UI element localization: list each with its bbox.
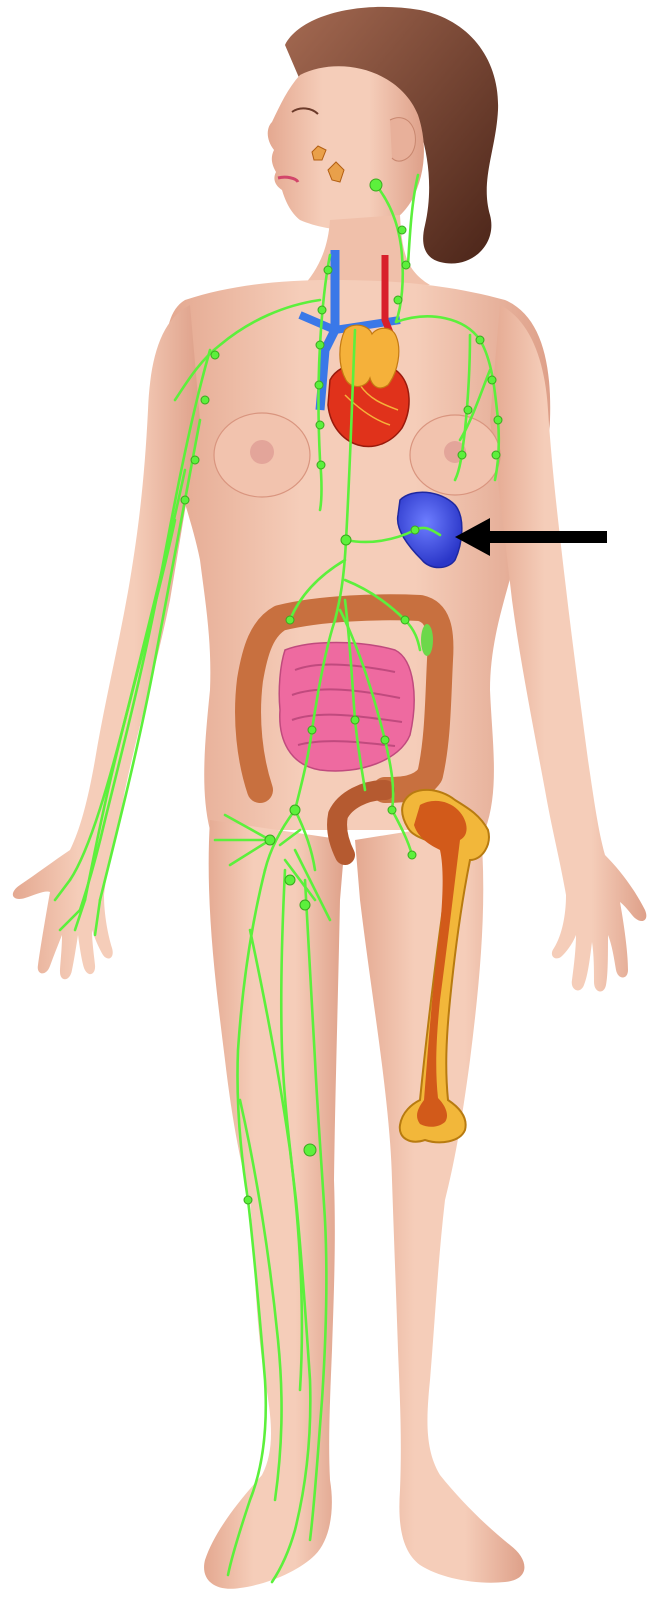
lymph-nodes [180,178,503,1205]
lymph-node [307,725,317,735]
lymph-node [210,350,220,360]
lymph-node [463,405,473,415]
ear [389,117,416,162]
lymph-node [284,874,296,886]
lymph-node [289,804,301,816]
vein [315,250,340,411]
right-arm [12,305,200,980]
facial-lymph-nodes [311,145,345,183]
lymph-node [340,534,352,546]
lymph-node [475,335,485,345]
lymph-node [323,265,333,275]
arrow-shaft [480,531,607,543]
arrow-head [455,518,490,556]
lymph-node [457,450,467,460]
lymph-node [314,380,324,390]
lymph-node [491,450,501,460]
lymph-node [316,460,326,470]
femur-marrow [414,800,467,1127]
small-intestine-folds [291,663,403,747]
rectum [327,780,395,865]
lymph-node [303,1143,317,1157]
lymph-node [200,395,210,405]
lymph-node [180,495,190,505]
thymus [339,324,400,389]
lymph-node [299,899,311,911]
body [12,6,647,1589]
right-nipple [250,440,274,464]
lymph-node [264,834,276,846]
heart-vessels [344,384,399,426]
mouth [277,175,300,183]
lymph-node [315,420,325,430]
lymph-node [285,615,295,625]
lymph-node [243,1195,253,1205]
cecum-node [421,624,433,656]
lymph-node [397,225,407,235]
lymph-node [493,415,503,425]
lymph-node [350,715,360,725]
lymph-node [407,850,417,860]
lymph-node [401,260,411,270]
small-intestine [278,641,415,772]
lymph-node [400,615,410,625]
head [267,66,424,231]
pointer-arrow [455,518,607,556]
lymph-node [410,525,420,535]
vein-branch [298,311,401,335]
lymph-node [315,340,325,350]
lymph-node [487,375,497,385]
lymph-node [190,455,200,465]
lymph-node [387,805,397,815]
eye [291,107,319,115]
colon [235,594,454,803]
lymph-node [393,295,403,305]
left-arm [490,305,647,992]
femur [398,788,490,1144]
lymph-node [380,735,390,745]
lymph-node [369,178,383,192]
left-leg [355,820,525,1583]
lymph-node [317,305,327,315]
